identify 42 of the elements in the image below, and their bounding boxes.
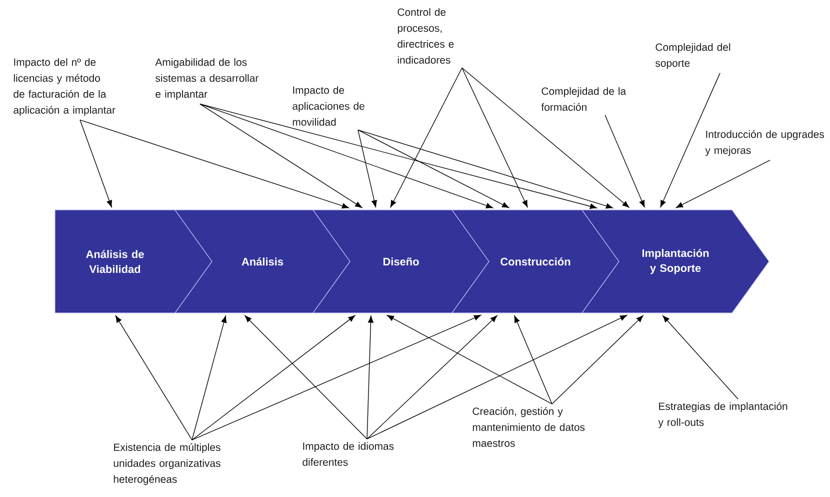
factor-label: Impacto de idiomas diferentes xyxy=(302,442,394,466)
chevron-step: Diseño xyxy=(312,210,490,314)
arrow xyxy=(514,316,552,404)
chevron-step: Implantación y Soporte xyxy=(581,210,770,314)
arrow xyxy=(115,316,192,440)
factor-label: Introducción de upgrades y mejoras xyxy=(705,130,824,156)
arrow xyxy=(366,315,498,440)
arrow xyxy=(358,130,510,208)
factor-label: Amigabilidad de los sistemas a desarrollar e implantar xyxy=(155,58,258,100)
arrow xyxy=(358,130,377,208)
arrow xyxy=(662,315,738,400)
arrow xyxy=(358,130,613,209)
chevron-step: Análisis xyxy=(174,210,350,314)
factor-label: Creación, gestión y mantenimiento de datos maestros xyxy=(472,407,585,447)
arrow xyxy=(200,104,493,208)
arrow xyxy=(676,160,770,208)
factor-label: Estrategias de implantación y roll-outs xyxy=(658,402,788,428)
factor-label: Impacto de aplicaciones de movilidad xyxy=(292,86,364,126)
factor-label: Impacto del nº de licencias y método de facturación de la aplicación a implantar xyxy=(14,58,116,116)
arrow xyxy=(660,72,720,208)
arrow xyxy=(80,120,349,209)
chevron-step: Construcción xyxy=(451,210,620,314)
arrow xyxy=(462,68,630,208)
arrow xyxy=(390,68,462,208)
factor-label: Existencia de múltiples unidades organizativas heterogéneas xyxy=(114,443,220,485)
arrow xyxy=(386,315,552,404)
arrow xyxy=(552,315,644,404)
arrow xyxy=(366,316,374,440)
arrow xyxy=(192,315,356,440)
arrow xyxy=(200,104,597,209)
factor-label: Control de procesos, directrices e indicadores xyxy=(398,8,454,64)
arrow xyxy=(244,315,368,440)
factor-label: Complejidad del soporte xyxy=(656,43,730,69)
arrow xyxy=(200,104,362,208)
arrow xyxy=(462,68,528,208)
arrow xyxy=(366,314,628,440)
arrow xyxy=(192,316,227,440)
factor-label: Complejidad de la formación xyxy=(541,87,626,111)
arrow xyxy=(192,314,482,440)
arrow xyxy=(80,120,112,208)
arrow xyxy=(604,114,645,208)
chevron-step: Análisis de Viabilidad xyxy=(54,210,212,314)
